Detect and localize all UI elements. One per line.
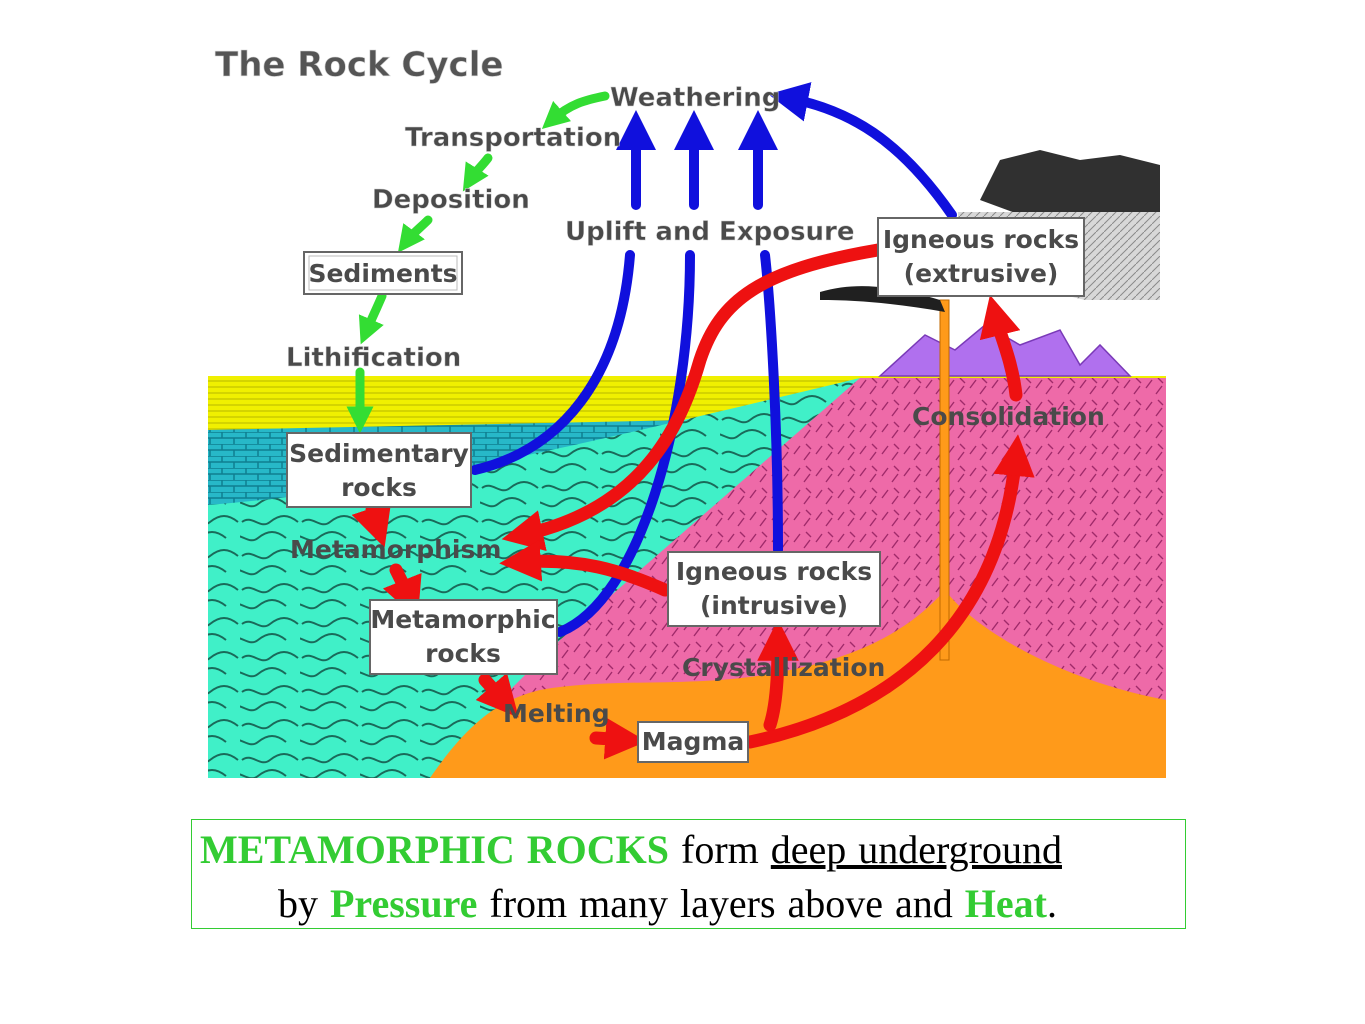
svg-text:rocks: rocks [425, 639, 501, 668]
svg-text:Metamorphic: Metamorphic [370, 605, 555, 634]
label-weathering: Weathering [610, 83, 780, 113]
svg-text:(extrusive): (extrusive) [904, 259, 1059, 288]
path-sedimentary-to-uplift [470, 250, 635, 475]
arrow-transportation-to-deposition [462, 153, 493, 192]
caption-period: . [1046, 881, 1057, 926]
label-consolidation: Consolidation [912, 402, 1105, 431]
volcano-conduit [939, 299, 950, 661]
arrow-metamorphism-to-metamorphic [382, 563, 422, 620]
arrow-magma-to-intrusive [757, 619, 799, 732]
svg-text:Igneous rocks: Igneous rocks [676, 557, 872, 586]
caption-by: by [278, 881, 330, 926]
rock-boxes: Sediments Sedimentary rocks Metamorphic … [286, 217, 1085, 763]
process-labels: Weathering Transportation Deposition Lit… [286, 83, 1105, 728]
path-extrusive-to-weathering [768, 82, 957, 220]
label-transportation: Transportation [405, 123, 621, 153]
box-sedimentary-rocks: Sedimentary rocks [286, 432, 472, 508]
sediment-path [346, 91, 610, 434]
caption-layers: from many layers above and [477, 881, 965, 926]
label-deposition: Deposition [372, 185, 530, 215]
svg-text:rocks: rocks [341, 473, 417, 502]
box-igneous-extrusive: Igneous rocks (extrusive) [877, 217, 1085, 297]
label-uplift: Uplift and Exposure [565, 217, 855, 247]
svg-text:Magma: Magma [642, 727, 745, 756]
arrow-weathering-to-transportation [541, 91, 610, 129]
label-crystallization: Crystallization [682, 653, 885, 682]
svg-text:Sediments: Sediments [308, 259, 457, 288]
arrow-magma-to-consolidation [743, 434, 1035, 749]
caption-form: form [669, 827, 771, 872]
caption-pressure: Pressure [330, 881, 478, 926]
heat-paths [351, 243, 1035, 760]
box-sediments: Sediments [303, 251, 463, 295]
box-magma: Magma [637, 721, 749, 763]
svg-text:(intrusive): (intrusive) [700, 591, 848, 620]
arrow-consolidation-to-extrusive [979, 294, 1023, 402]
diagram-title: The Rock Cycle [215, 45, 503, 85]
smoke [820, 286, 945, 312]
caption-line-2: by Pressure from many layers above and H… [278, 878, 1057, 930]
label-melting: Melting [503, 699, 610, 728]
svg-text:Sedimentary: Sedimentary [289, 439, 469, 468]
arrow-deposition-to-sediments [397, 215, 433, 253]
label-metamorphism: Metamorphism [290, 535, 501, 564]
svg-text:Igneous rocks: Igneous rocks [883, 225, 1079, 254]
caption-metamorphic-rocks: METAMORPHIC ROCKS [200, 827, 670, 872]
path-metamorphic-to-uplift [555, 250, 695, 637]
caption-line-1: METAMORPHIC ROCKS form deep underground [200, 824, 1062, 876]
caption-box: METAMORPHIC ROCKS form deep underground … [191, 819, 1186, 929]
caption-heat: Heat [964, 881, 1047, 926]
arrow-metamorphic-to-melting [475, 672, 519, 718]
rock-cycle-diagram: The Rock Cycle Weathering Transportation… [208, 45, 1166, 778]
box-metamorphic-rocks: Metamorphic rocks [369, 599, 558, 675]
arrow-melting-to-magma [589, 717, 647, 760]
caption-deep-underground: deep underground [770, 827, 1062, 872]
ash-cloud [980, 150, 1160, 225]
label-lithification: Lithification [286, 343, 461, 373]
arrow-intrusive-to-metamorphism [499, 539, 672, 597]
arrow-sedimentary-to-metamorphism [351, 501, 392, 548]
arrow-sediments-to-lithification [358, 291, 387, 345]
arrow-extrusive-to-metamorphism [501, 243, 885, 552]
box-igneous-intrusive: Igneous rocks (intrusive) [667, 551, 881, 627]
